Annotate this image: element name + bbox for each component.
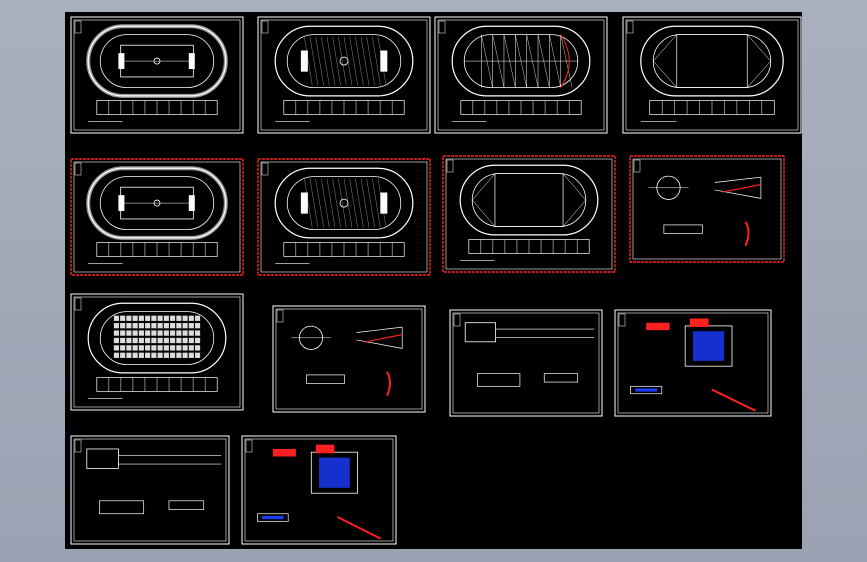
drawing-sheet-detail-sheet-1[interactable] <box>629 155 785 263</box>
drawing-sheet-detail-sheet-5[interactable] <box>70 435 230 545</box>
drawing-sheet-track-plan-5[interactable] <box>70 158 244 276</box>
drawing-sheet-track-plan-1[interactable] <box>70 16 244 134</box>
drawing-sheet-track-plan-7[interactable] <box>442 155 616 273</box>
drawing-canvas[interactable] <box>65 12 802 549</box>
drawing-sheet-track-plan-4[interactable] <box>622 16 802 134</box>
drawing-sheet-track-plan-3[interactable] <box>434 16 608 134</box>
drawing-sheet-track-plan-8[interactable] <box>70 293 244 411</box>
drawing-sheet-detail-sheet-2[interactable] <box>272 305 426 413</box>
drawing-sheet-detail-sheet-3[interactable] <box>449 309 603 417</box>
drawing-sheet-track-plan-2[interactable] <box>257 16 431 134</box>
drawing-sheet-detail-sheet-6[interactable] <box>241 435 397 545</box>
drawing-sheet-track-plan-6[interactable] <box>257 158 431 276</box>
drawing-sheet-detail-sheet-4[interactable] <box>614 309 772 417</box>
cad-drawing[interactable] <box>65 12 802 549</box>
